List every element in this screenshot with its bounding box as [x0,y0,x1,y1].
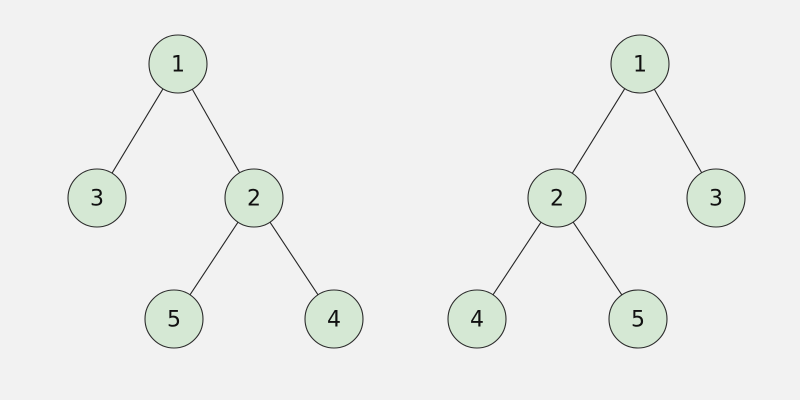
node-label: 3 [709,187,723,212]
node-circle [610,34,670,94]
node-label: 5 [631,308,645,333]
tree-left-node-5: 5 [144,289,204,349]
tree-left-node-2: 2 [224,168,284,228]
node-circle [304,289,364,349]
node-label: 2 [247,187,261,212]
node-label: 3 [90,187,104,212]
tree-right-node-3: 3 [686,168,746,228]
edge-right-2-5 [572,221,623,296]
tree-left-node-1: 1 [148,34,208,94]
node-label: 2 [550,187,564,212]
edge-left-1-3 [111,88,164,174]
node-circle [527,168,587,228]
node-label: 1 [171,53,185,78]
node-label: 4 [470,308,484,333]
node-circle [67,168,127,228]
node-circle [224,168,284,228]
tree-left-node-3: 3 [67,168,127,228]
edge-right-1-2 [571,88,626,174]
node-circle [447,289,507,349]
node-label: 1 [633,53,647,78]
tree-right-node-4: 4 [447,289,507,349]
tree-right-node-1: 1 [610,34,670,94]
tree-right-node-5: 5 [608,289,668,349]
edges-layer [111,88,703,296]
edge-right-1-3 [653,88,703,174]
node-circle [144,289,204,349]
nodes-layer: 1 3 2 5 4 1 2 3 4 5 [67,34,746,349]
tree-left-node-4: 4 [304,289,364,349]
node-circle [608,289,668,349]
edge-left-2-5 [189,221,239,296]
edge-left-1-2 [191,88,241,174]
edge-left-2-4 [269,221,319,296]
tree-right-node-2: 2 [527,168,587,228]
node-circle [148,34,208,94]
node-circle [686,168,746,228]
node-label: 5 [167,308,181,333]
node-label: 4 [327,308,341,333]
edge-right-2-4 [492,221,542,296]
